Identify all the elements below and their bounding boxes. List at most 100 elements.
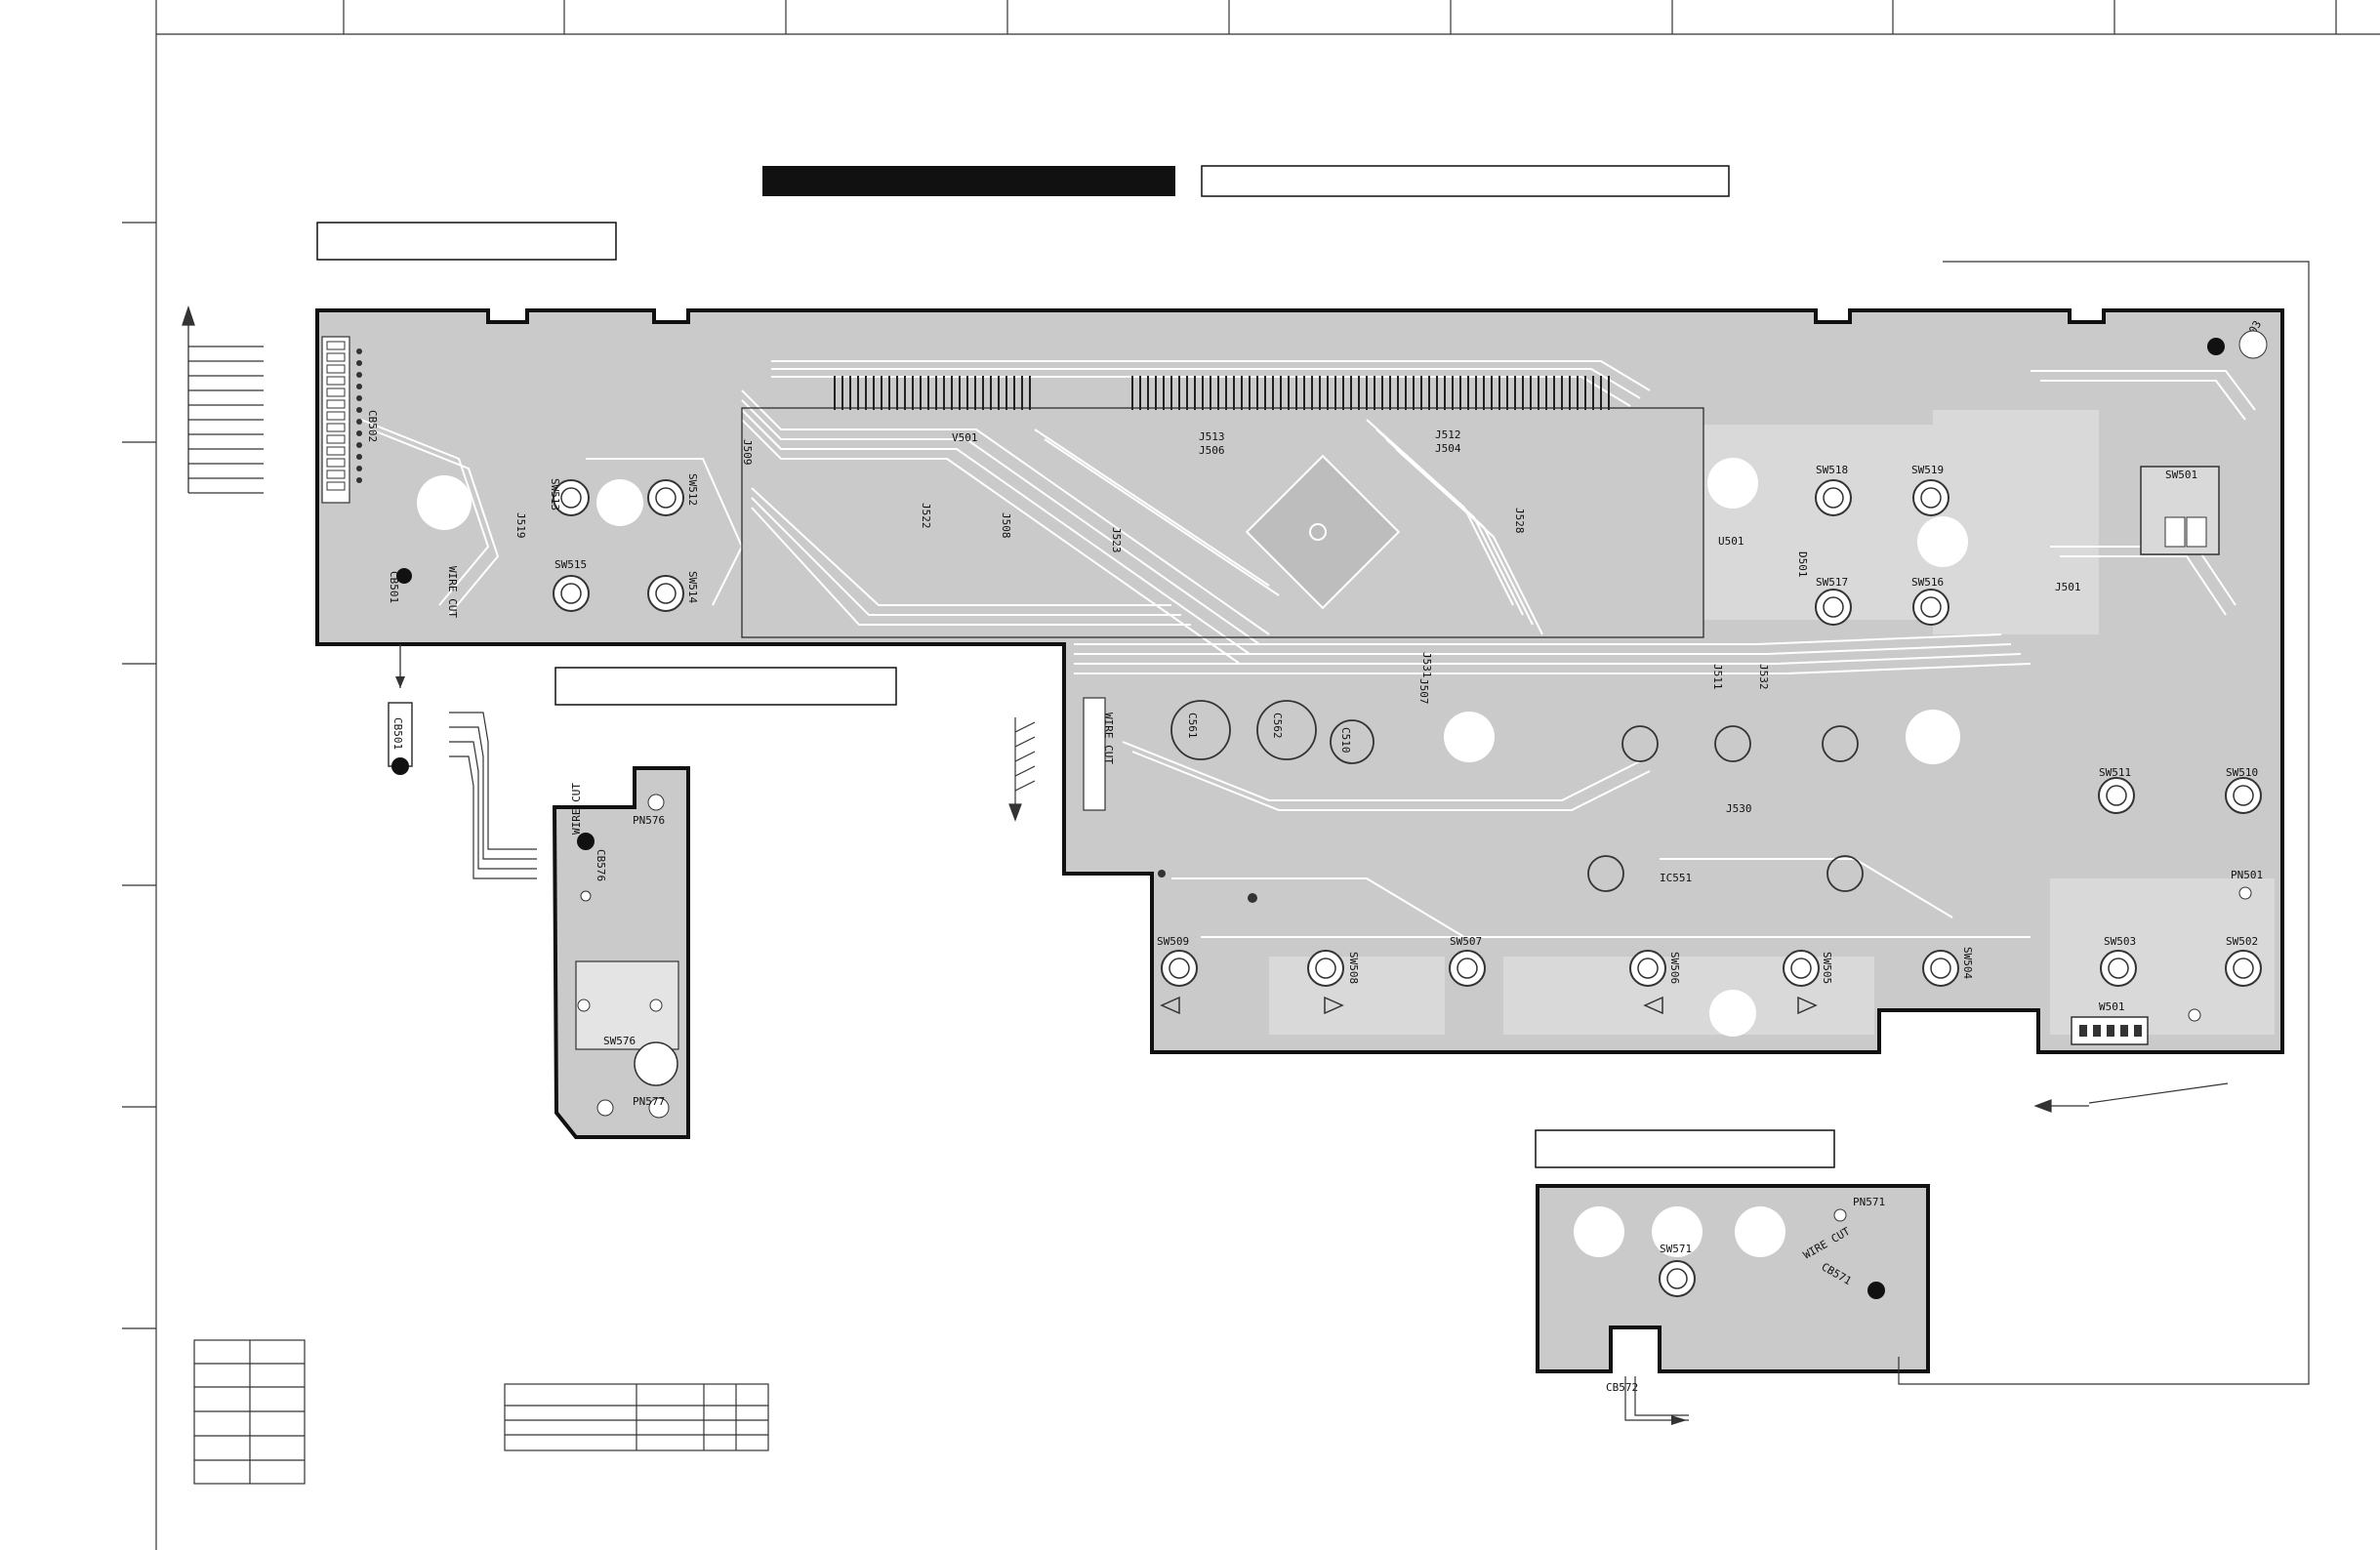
sw512-label: SW512 (686, 473, 699, 506)
cb501-free-label: CB501 (391, 717, 404, 750)
sw511-label: SW511 (2099, 766, 2131, 779)
title-bar (762, 166, 1175, 196)
j523-label: J523 (1110, 527, 1123, 553)
sw514 (647, 575, 684, 612)
sw511 (2098, 777, 2135, 814)
top-connector-pins (834, 376, 1610, 410)
sw519 (1912, 479, 1949, 516)
sw510 (2225, 777, 2262, 814)
sw516 (1912, 589, 1949, 626)
left-board-title-box (554, 667, 897, 706)
w501-label: W501 (2099, 1000, 2125, 1013)
main-board-title-box (316, 222, 617, 261)
sw519-label: SW519 (1911, 464, 1944, 476)
sw502 (2225, 950, 2262, 987)
sw518 (1815, 479, 1852, 516)
c562-label: C562 (1271, 713, 1284, 739)
sw506 (1629, 950, 1666, 987)
sw518-label: SW518 (1816, 464, 1848, 476)
j519-label: J519 (514, 512, 527, 539)
cb576-label: CB576 (595, 849, 607, 881)
j528-label: J528 (1513, 508, 1526, 534)
sw501 (2140, 466, 2220, 555)
sw513 (553, 479, 590, 516)
switch-labels: SW513 SW512 SW515 SW514 SW518 SW519 SW51… (549, 464, 2258, 984)
pads (396, 330, 2268, 1022)
j511-label: J511 (1711, 664, 1724, 690)
sw515 (553, 575, 590, 612)
sw517 (1815, 589, 1852, 626)
left-board: PN576 PN577 SW576 CB576 WIRE CUT (552, 766, 690, 1139)
display-window-outline (741, 407, 1704, 638)
cb502-connector: CB502 (321, 336, 379, 504)
legend-table-2 (504, 1383, 769, 1451)
ic551-label: IC551 (1660, 872, 1692, 884)
pn576-label: PN576 (633, 814, 665, 827)
sw571-label: SW571 (1660, 1243, 1692, 1255)
c562 (1256, 700, 1317, 760)
left-wire-harness (182, 305, 264, 494)
title-box (1201, 165, 1730, 197)
j504-label: J504 (1435, 442, 1461, 455)
pn571-label: PN571 (1853, 1196, 1885, 1208)
sw501-label: SW501 (2165, 469, 2197, 481)
sw508-label: SW508 (1347, 952, 1360, 984)
drawing-frame (122, 0, 2380, 1550)
wire-cut-main-1: WIRE CUT (446, 566, 459, 618)
cb572-label: CB572 (1606, 1381, 1638, 1394)
j509-label: J509 (741, 439, 754, 466)
d501-label: D501 (1796, 551, 1809, 578)
sw513-label: SW513 (549, 478, 561, 510)
j512-label: J512 (1435, 428, 1461, 441)
right-wire-loop (1898, 261, 2310, 1385)
traces (360, 360, 2256, 938)
sw510-label: SW510 (2226, 766, 2258, 779)
switches (553, 466, 2262, 987)
j501-label: J501 (2055, 581, 2081, 593)
sw576-label: SW576 (603, 1035, 636, 1047)
w501-connector (2071, 1016, 2149, 1045)
sw503-label: SW503 (2104, 935, 2136, 948)
sw507-label: SW507 (1450, 935, 1482, 948)
cb501-free-connector: CB501 (388, 644, 537, 879)
c561-label: C561 (1186, 713, 1199, 739)
right-board-outline (1536, 1184, 1930, 1373)
sw505-label: SW505 (1821, 952, 1833, 984)
pn501-label: PN501 (2231, 869, 2263, 881)
ground-pour (1269, 410, 2275, 1035)
c558 (1826, 855, 1864, 892)
sw503 (2100, 950, 2137, 987)
j522-label: J522 (920, 503, 932, 529)
left-wire-cut: WIRE CUT (570, 783, 583, 835)
j507-label: J507 (1417, 678, 1430, 705)
right-board-title-box (1535, 1129, 1835, 1168)
sw517-label: SW517 (1816, 576, 1848, 589)
c505 (1621, 725, 1659, 762)
sw509 (1161, 950, 1198, 987)
v501-label: V501 (952, 431, 978, 444)
c561 (1170, 700, 1231, 760)
sw509-label: SW509 (1157, 935, 1189, 948)
c557 (1587, 855, 1624, 892)
c506 (1714, 725, 1751, 762)
sw515-label: SW515 (554, 558, 587, 571)
sw512 (647, 479, 684, 516)
j506-label: J506 (1199, 444, 1225, 457)
sw506-label: SW506 (1668, 952, 1681, 984)
sw516-label: SW516 (1911, 576, 1944, 589)
sw508 (1307, 950, 1344, 987)
j530-label: J530 (1726, 802, 1752, 815)
center-ic (1245, 454, 1401, 610)
cb502-label: CB502 (366, 410, 379, 442)
main-board: CB502 (315, 308, 2284, 1295)
u501-label: U501 (1718, 535, 1744, 548)
c510-label: C510 (1339, 727, 1352, 754)
j531-label: J531 (1420, 652, 1433, 678)
j532-label: J532 (1757, 664, 1770, 690)
c553 (1822, 725, 1859, 762)
middle-wire-harness (1008, 697, 1106, 822)
sw504 (1922, 950, 1959, 987)
capacitors (1170, 700, 1864, 892)
j508-label: J508 (1000, 512, 1012, 539)
